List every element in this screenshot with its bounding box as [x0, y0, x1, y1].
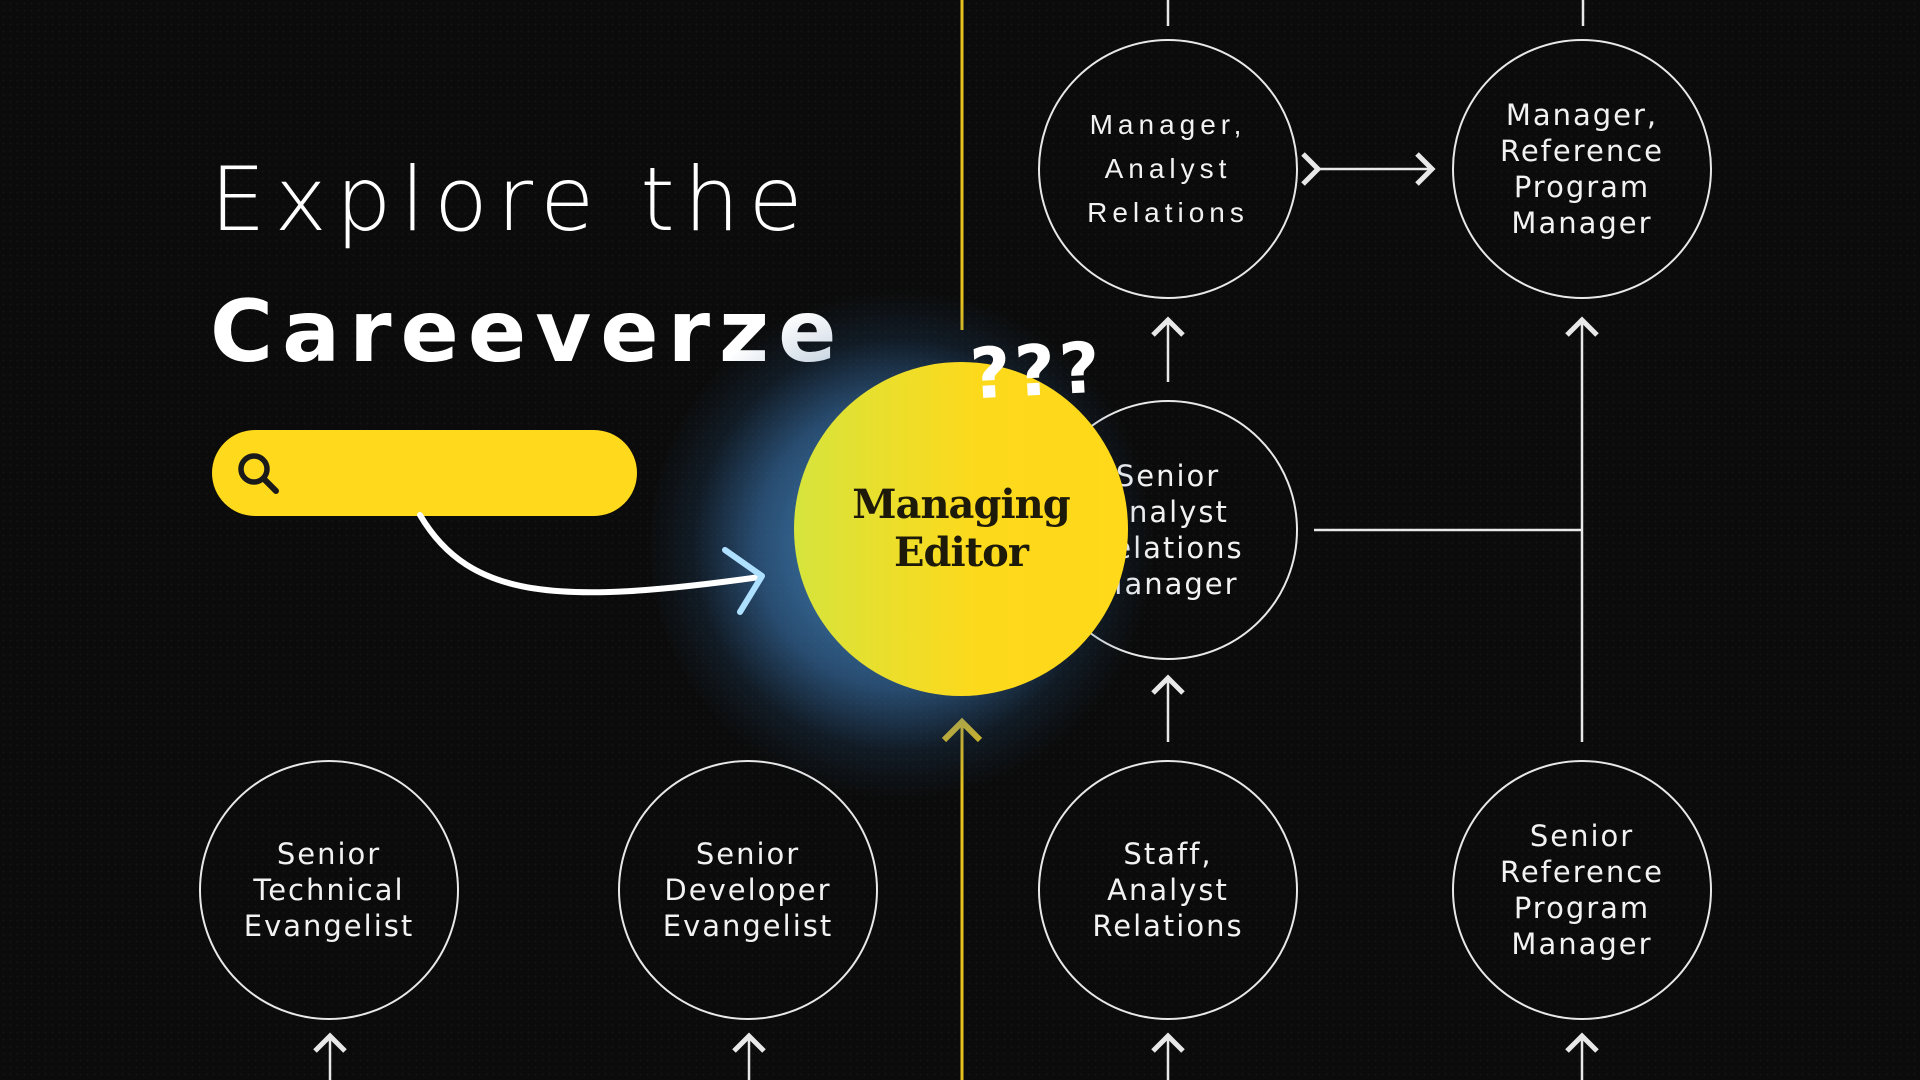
- node-manager-analyst-relations[interactable]: Manager, Analyst Relations: [1038, 39, 1298, 299]
- node-label: Senior Technical Evangelist: [243, 837, 415, 943]
- node-label: Senior Reference Program Manager: [1499, 819, 1665, 961]
- node-staff-analyst-relations[interactable]: Staff, Analyst Relations: [1038, 760, 1298, 1020]
- node-label: Staff, Analyst Relations: [1092, 837, 1244, 943]
- search-icon: [238, 453, 279, 494]
- node-label: Manager, Reference Program Manager: [1499, 98, 1665, 240]
- featured-node-managing-editor[interactable]: Managing Editor: [794, 362, 1128, 696]
- question-marks-annotation: ???: [967, 326, 1106, 416]
- search-bar[interactable]: [212, 430, 637, 516]
- featured-node-label: Managing Editor: [852, 481, 1070, 576]
- headline-line-1: Explore the: [210, 148, 812, 251]
- node-senior-developer-evangelist[interactable]: Senior Developer Evangelist: [618, 760, 878, 1020]
- node-label: Senior Developer Evangelist: [662, 837, 834, 943]
- node-senior-reference-program-manager[interactable]: Senior Reference Program Manager: [1452, 760, 1712, 1020]
- node-label: Manager, Analyst Relations: [1087, 109, 1249, 228]
- node-manager-reference-program-manager[interactable]: Manager, Reference Program Manager: [1452, 39, 1712, 299]
- node-senior-technical-evangelist[interactable]: Senior Technical Evangelist: [199, 760, 459, 1020]
